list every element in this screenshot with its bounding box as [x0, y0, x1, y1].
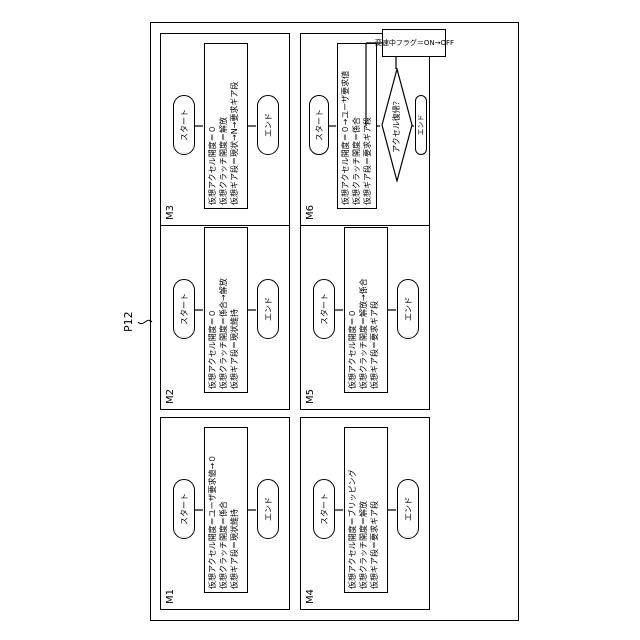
- flag-box: 変速中フラグ＝ON→OFF: [382, 29, 446, 57]
- process-line: 仮想クラッチ開度＝解放: [358, 431, 369, 589]
- process-box: 仮想アクセル開度＝０→ユーザ要求値 仮想クラッチ開度＝係合 仮想ギア段＝要求ギア…: [337, 43, 377, 209]
- panel-m2: M2 スタート 仮想アクセル開度＝０ 仮想クラッチ開度＝係合→解放 仮想ギア段＝…: [160, 217, 290, 410]
- process-line: 仮想アクセル開度＝ユーザ要求値→０: [207, 431, 218, 589]
- panel-label: M6: [305, 205, 316, 220]
- process-line: 仮想ギア段＝要求ギア段: [369, 431, 380, 589]
- decision-text: アクセル復帰？: [391, 68, 402, 182]
- start-terminal: スタート: [313, 479, 335, 539]
- process-line: 仮想ギア段＝要求ギア段: [362, 47, 373, 205]
- process-line: 仮想クラッチ開度＝解放→係合: [358, 231, 369, 389]
- process-line: 仮想アクセル開度＝０: [347, 231, 358, 389]
- panel-label: M2: [165, 389, 176, 404]
- process-line: 仮想アクセル開度＝ブリッピング: [347, 431, 358, 589]
- end-terminal: エンド: [397, 279, 419, 339]
- ref-label-p12: P12: [122, 311, 135, 332]
- panel-m3: M3 スタート 仮想アクセル開度＝０ 仮想クラッチ開度＝解放 仮想ギア段＝現状→…: [160, 33, 290, 226]
- process-line: 仮想クラッチ開度＝係合: [351, 47, 362, 205]
- panel-label: M4: [305, 589, 316, 604]
- process-box: 仮想アクセル開度＝ブリッピング 仮想クラッチ開度＝解放 仮想ギア段＝要求ギア段: [344, 427, 388, 593]
- process-line: 仮想アクセル開度＝０: [207, 47, 218, 205]
- panel-label: M3: [165, 205, 176, 220]
- process-box: 仮想アクセル開度＝０ 仮想クラッチ開度＝係合→解放 仮想ギア段＝現状維持: [204, 227, 248, 393]
- panel-m5: M5 スタート 仮想アクセル開度＝０ 仮想クラッチ開度＝解放→係合 仮想ギア段＝…: [300, 217, 430, 410]
- panel-m1: M1 スタート 仮想アクセル開度＝ユーザ要求値→０ 仮想クラッチ開度＝係合 仮想…: [160, 417, 290, 610]
- process-line: 仮想クラッチ開度＝係合→解放: [218, 231, 229, 389]
- start-terminal: スタート: [173, 479, 195, 539]
- process-line: 仮想アクセル開度＝０→ユーザ要求値: [340, 47, 351, 205]
- process-line: 仮想クラッチ開度＝係合: [218, 431, 229, 589]
- end-terminal: エンド: [257, 279, 279, 339]
- process-box: 仮想アクセル開度＝０ 仮想クラッチ開度＝解放→係合 仮想ギア段＝要求ギア段: [344, 227, 388, 393]
- end-terminal: エンド: [415, 95, 427, 155]
- panel-m4: M4 スタート 仮想アクセル開度＝ブリッピング 仮想クラッチ開度＝解放 仮想ギア…: [300, 417, 430, 610]
- process-line: 仮想ギア段＝現状維持: [229, 431, 240, 589]
- process-line: 仮想ギア段＝現状→N→要求ギア段: [229, 47, 240, 205]
- end-terminal: エンド: [397, 479, 419, 539]
- flag-text: 変速中フラグ＝ON→OFF: [374, 38, 453, 49]
- panel-label: M5: [305, 389, 316, 404]
- process-box: 仮想アクセル開度＝０ 仮想クラッチ開度＝解放 仮想ギア段＝現状→N→要求ギア段: [204, 43, 248, 209]
- end-terminal: エンド: [257, 95, 279, 155]
- process-line: 仮想ギア段＝現状維持: [229, 231, 240, 389]
- process-line: 仮想アクセル開度＝０: [207, 231, 218, 389]
- process-line: 仮想クラッチ開度＝解放: [218, 47, 229, 205]
- start-terminal: スタート: [309, 95, 329, 155]
- start-terminal: スタート: [173, 279, 195, 339]
- start-terminal: スタート: [313, 279, 335, 339]
- end-terminal: エンド: [257, 479, 279, 539]
- panel-label: M1: [165, 589, 176, 604]
- panel-m6: M6 スタート 仮想アクセル開度＝０→ユーザ要求値 仮想クラッチ開度＝係合 仮想…: [300, 33, 430, 226]
- process-box: 仮想アクセル開度＝ユーザ要求値→０ 仮想クラッチ開度＝係合 仮想ギア段＝現状維持: [204, 427, 248, 593]
- process-line: 仮想ギア段＝要求ギア段: [369, 231, 380, 389]
- start-terminal: スタート: [173, 95, 195, 155]
